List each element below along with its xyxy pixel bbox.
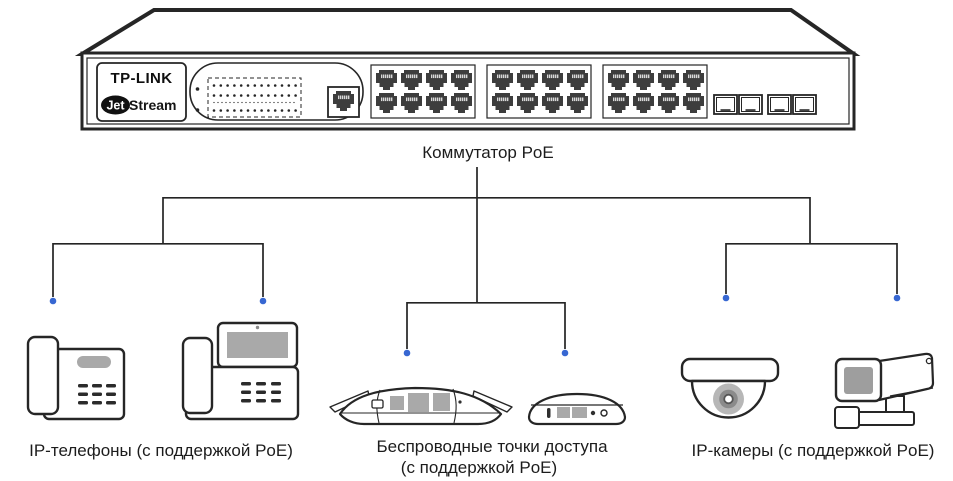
brand-text: TP-LINK [111,70,173,87]
ap-mini-ports [557,407,587,418]
poe-connection-dot [49,297,57,305]
poe-connection-dot [893,294,901,302]
jetstream-oval [101,95,130,115]
led-status-panel [189,62,364,121]
poe-connection-dots [49,294,901,357]
led-matrix-frame [207,77,302,118]
poe-connection-dot [561,349,569,357]
video-phone-screen [227,332,288,358]
ap-ports [390,393,450,412]
switch-brand-plate: TP-LINK Jet Stream [96,62,187,122]
phone-keypad [78,384,116,405]
rj45-port-banks [370,64,708,119]
poe-connection-dot [722,294,730,302]
console-port [327,86,360,118]
switch-label: Коммутатор PoE [422,143,553,162]
dome-lens-center [723,393,734,405]
jetstream-suffix-text: Stream [129,97,176,113]
ip-cameras-label: IP-камеры (с поддержкой PoE) [692,441,935,460]
access-points-label-line2: (с поддержкой PoE) [401,458,557,477]
video-phone-keypad [241,382,281,403]
poe-connection-dot [403,349,411,357]
access-point-large-icon [329,386,513,426]
led-matrix-dots [212,84,298,112]
ip-video-phone-icon [181,321,300,421]
bullet-camera-icon [834,352,935,429]
ip-phones-label: IP-телефоны (с поддержкой PoE) [29,441,293,460]
phone-display [77,356,111,368]
switch-top-face [74,8,861,56]
jetstream-prefix-text: Jet [106,99,125,113]
topology-lines [49,167,901,357]
video-phone-camera [255,325,260,330]
ip-phone-icon [26,335,126,421]
poe-connection-dot [259,297,267,305]
access-points-label-line1: Беспроводные точки доступа [376,437,608,456]
poe-switch-icon: TP-LINK Jet Stream [74,8,861,131]
access-point-small-icon [527,392,627,426]
dome-camera-icon [680,357,780,419]
bullet-lens [844,367,873,394]
